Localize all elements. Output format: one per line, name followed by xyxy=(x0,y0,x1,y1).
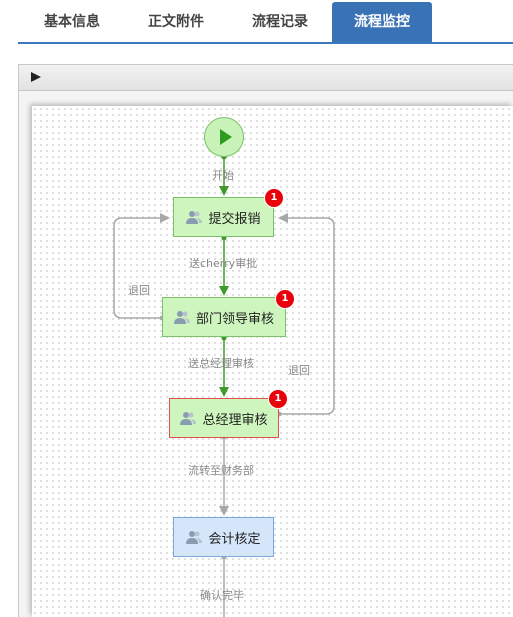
node-label: 部门领导审核 xyxy=(195,311,274,327)
node-label: 总经理审核 xyxy=(202,412,268,428)
node-badge: 1 xyxy=(275,289,295,309)
node-gm-review[interactable]: 总经理审核 xyxy=(169,398,279,438)
edge-dept-back xyxy=(113,213,170,319)
node-label: 提交报销 xyxy=(208,211,261,227)
tab-underline xyxy=(18,42,513,44)
node-dept-leader-review[interactable]: 部门领导审核 xyxy=(162,297,286,337)
node-accounting-verify[interactable]: 会计核定 xyxy=(173,517,274,557)
node-submit-expense[interactable]: 提交报销 xyxy=(173,197,274,237)
node-badge: 1 xyxy=(268,389,288,409)
triangle-right-icon[interactable] xyxy=(29,70,43,84)
tab-flow-records[interactable]: 流程记录 xyxy=(252,14,308,30)
users-icon xyxy=(173,311,190,324)
panel-header xyxy=(19,65,513,91)
edge-label-dept-back: 退回 xyxy=(128,284,150,297)
edge-label-dept-to-gm: 送总经理审核 xyxy=(188,357,254,370)
edge-label-gm-to-finance: 流转至财务部 xyxy=(188,464,254,477)
play-icon xyxy=(220,129,232,145)
tab-basic-info[interactable]: 基本信息 xyxy=(44,14,100,30)
node-badge: 1 xyxy=(264,188,284,208)
edge-label-finance-done: 确认完毕 xyxy=(200,589,244,602)
edge-label-submit-to-dept: 送cherry审批 xyxy=(189,257,258,270)
users-icon xyxy=(186,211,203,224)
users-icon xyxy=(180,412,197,425)
edge-label-gm-back: 退回 xyxy=(288,364,310,377)
tab-attachments[interactable]: 正文附件 xyxy=(148,14,204,30)
edge-label-start: 开始 xyxy=(212,169,234,182)
tab-bar: 基本信息 正文附件 流程记录 流程监控 xyxy=(0,0,513,44)
start-event[interactable] xyxy=(204,117,244,157)
tab-flow-monitor[interactable]: 流程监控 xyxy=(332,2,432,42)
node-label: 会计核定 xyxy=(208,531,261,547)
edge-gm-back xyxy=(278,213,335,415)
users-icon xyxy=(186,531,203,544)
